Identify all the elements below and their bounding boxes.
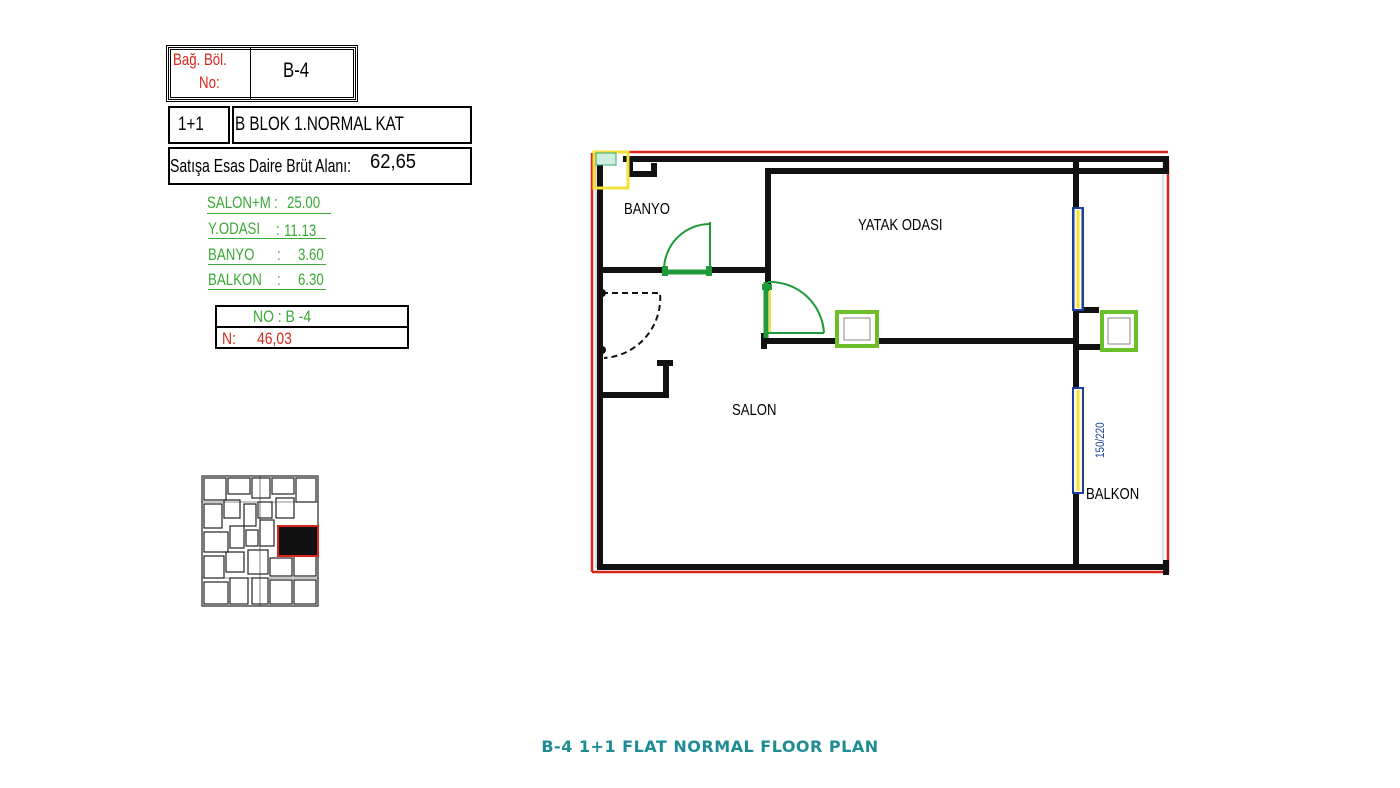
- room-area-balkon: 6.30: [298, 270, 324, 289]
- window-dimension: 150/220: [1094, 422, 1107, 458]
- room-sep-yodasi: :: [276, 220, 280, 239]
- net-area-value: 46,03: [257, 329, 292, 348]
- installation-shaft: [1100, 310, 1138, 352]
- balcony-door-window: [1072, 387, 1084, 494]
- block-floor-box: [232, 106, 472, 144]
- room-underline: [208, 238, 326, 239]
- room-sep-balkon: :: [277, 270, 281, 289]
- block-floor-value: B BLOK 1.NORMAL KAT: [235, 114, 404, 135]
- unit-label-line2: No:: [199, 73, 220, 92]
- room-label-balkon: BALKON: [1086, 486, 1139, 503]
- unit-number-value: B-4: [283, 59, 310, 82]
- room-area-yodasi: 11.13: [284, 221, 317, 240]
- room-underline: [208, 264, 326, 265]
- bathroom-door: [662, 222, 712, 276]
- flat-type-value: 1+1: [178, 114, 204, 135]
- door-hinge: [598, 289, 606, 297]
- flat-type-box: [168, 106, 230, 144]
- key-plan-thumbnail: [201, 475, 319, 607]
- room-label-banyo: BANYO: [624, 201, 670, 218]
- gross-area-value: 62,65: [370, 151, 417, 173]
- room-underline: [207, 213, 331, 214]
- bathroom-vent: [592, 150, 630, 190]
- net-area-label: N:: [222, 329, 236, 348]
- floor-plan: BANYO YATAK ODASI SALON BALKON 150/220: [590, 150, 1170, 575]
- room-area-banyo: 3.60: [298, 245, 324, 264]
- installation-shaft: [835, 310, 879, 348]
- independent-unit-no: NO : B -4: [253, 307, 312, 326]
- net-area-divider: [215, 326, 409, 328]
- room-name-balkon: BALKON: [208, 270, 262, 289]
- walls: [597, 156, 1169, 575]
- bedroom-window: [1072, 207, 1084, 311]
- room-underline: [208, 289, 326, 290]
- exterior-outline: [590, 150, 1170, 574]
- unit-box-divider: [250, 48, 251, 99]
- room-name-salon: SALON+M: [207, 193, 271, 212]
- room-sep-banyo: :: [277, 245, 281, 264]
- room-sep-salon: :: [274, 193, 278, 212]
- entrance-door: [602, 292, 662, 359]
- gross-area-box: [168, 147, 472, 185]
- unit-number-box: [166, 45, 358, 102]
- gross-area-label: Satışa Esas Daire Brüt Alanı:: [170, 156, 352, 176]
- bedroom-door: [762, 280, 825, 338]
- bathroom-vent-inner: [595, 152, 617, 166]
- unit-label-line1: Bağ. Böl.: [173, 50, 227, 69]
- room-area-salon: 25.00: [287, 193, 321, 212]
- room-name-yodasi: Y.ODASI: [208, 219, 261, 238]
- room-name-banyo: BANYO: [208, 245, 255, 264]
- floor-plan-caption: B-4 1+1 FLAT NORMAL FLOOR PLAN: [541, 737, 879, 756]
- room-label-salon: SALON: [732, 402, 776, 419]
- door-hinge: [598, 346, 606, 354]
- room-label-yatak-odasi: YATAK ODASI: [858, 217, 943, 234]
